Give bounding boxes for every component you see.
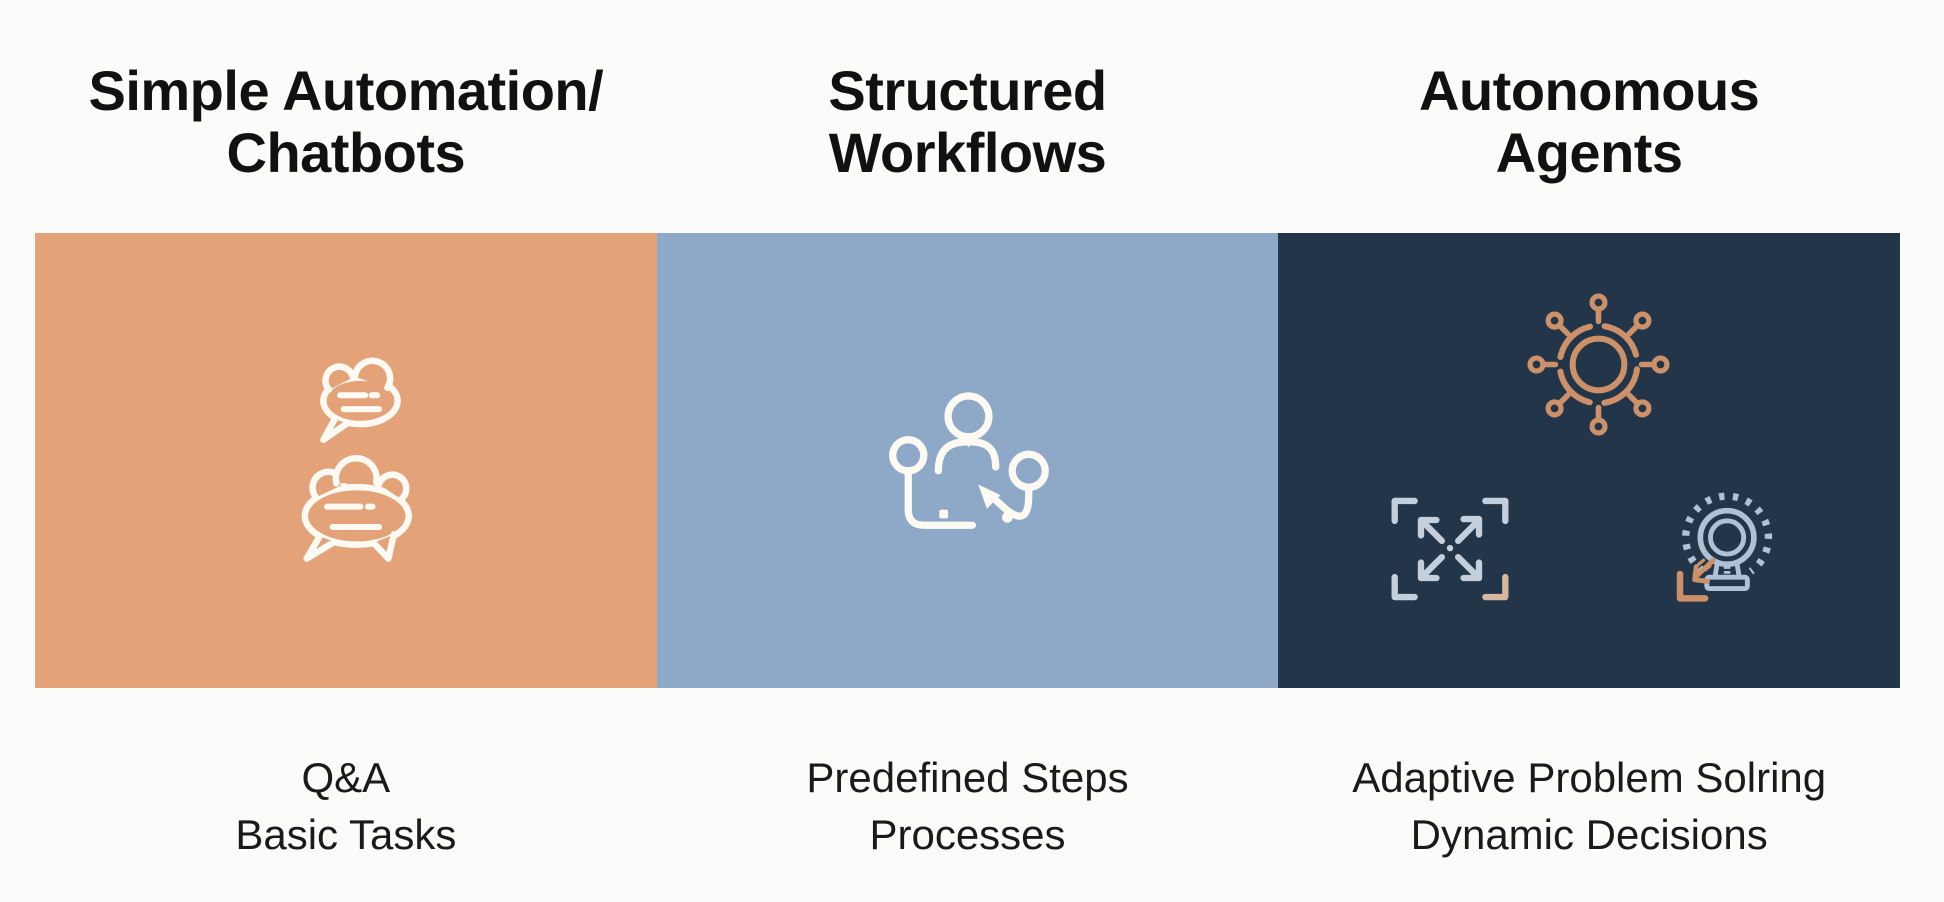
caption-agents-line2: Dynamic Decisions <box>1410 811 1768 858</box>
title-workflows-line1: Structured <box>828 59 1107 122</box>
caption-workflows: Predefined Steps Processes <box>657 749 1279 863</box>
title-chatbots-line1: Simple Automation/ <box>88 59 604 122</box>
chat-bubbles-icon <box>301 357 412 562</box>
speech-bubble-bottom <box>301 454 412 562</box>
hub-rings <box>1556 322 1641 407</box>
corner-bracket-tan <box>1482 573 1509 601</box>
bubble-text-lines <box>323 391 382 530</box>
caption-workflows-line2: Processes <box>869 811 1066 858</box>
round-dot <box>1001 511 1013 523</box>
copper-arrow <box>1677 557 1717 602</box>
network-hub-icon <box>1527 293 1670 436</box>
workflow-person-icon <box>888 391 1049 529</box>
cursor-arrow <box>977 483 1001 509</box>
title-chatbots: Simple Automation/ Chatbots <box>35 60 657 184</box>
caption-chatbots: Q&A Basic Tasks <box>35 749 657 863</box>
title-workflows: Structured Workflows <box>657 60 1279 184</box>
expand-arrows-icon <box>1391 497 1509 601</box>
title-chatbots-line2: Chatbots <box>226 121 466 184</box>
panel-chatbots <box>35 233 657 688</box>
caption-agents: Adaptive Problem Solring Dynamic Decisio… <box>1278 749 1900 863</box>
speech-bubble-top <box>319 357 401 443</box>
titles-row: Simple Automation/ Chatbots Structured W… <box>35 0 1900 184</box>
panels-band <box>35 233 1901 688</box>
captions-row: Q&A Basic Tasks Predefined Steps Process… <box>35 687 1900 863</box>
caption-chatbots-line2: Basic Tasks <box>235 811 457 858</box>
caption-workflows-line1: Predefined Steps <box>806 754 1129 801</box>
title-agents-line1: Autonomous <box>1419 59 1760 122</box>
center-dot <box>1447 544 1454 552</box>
caption-agents-line1: Adaptive Problem Solring <box>1352 754 1827 801</box>
title-agents-line2: Agents <box>1495 121 1683 184</box>
caption-chatbots-line1: Q&A <box>301 754 391 801</box>
panel-agents <box>1278 233 1901 688</box>
expand-arrows-strokes <box>1391 497 1509 601</box>
hub-spokes <box>1527 293 1670 436</box>
person-chin <box>961 436 975 448</box>
title-workflows-line2: Workflows <box>828 121 1107 184</box>
workflow-nodes <box>888 391 1049 529</box>
lightbulb-gear-icon <box>1677 492 1773 602</box>
title-agents: Autonomous Agents <box>1278 60 1900 184</box>
square-dot <box>938 509 948 518</box>
panel-workflows <box>656 233 1279 688</box>
